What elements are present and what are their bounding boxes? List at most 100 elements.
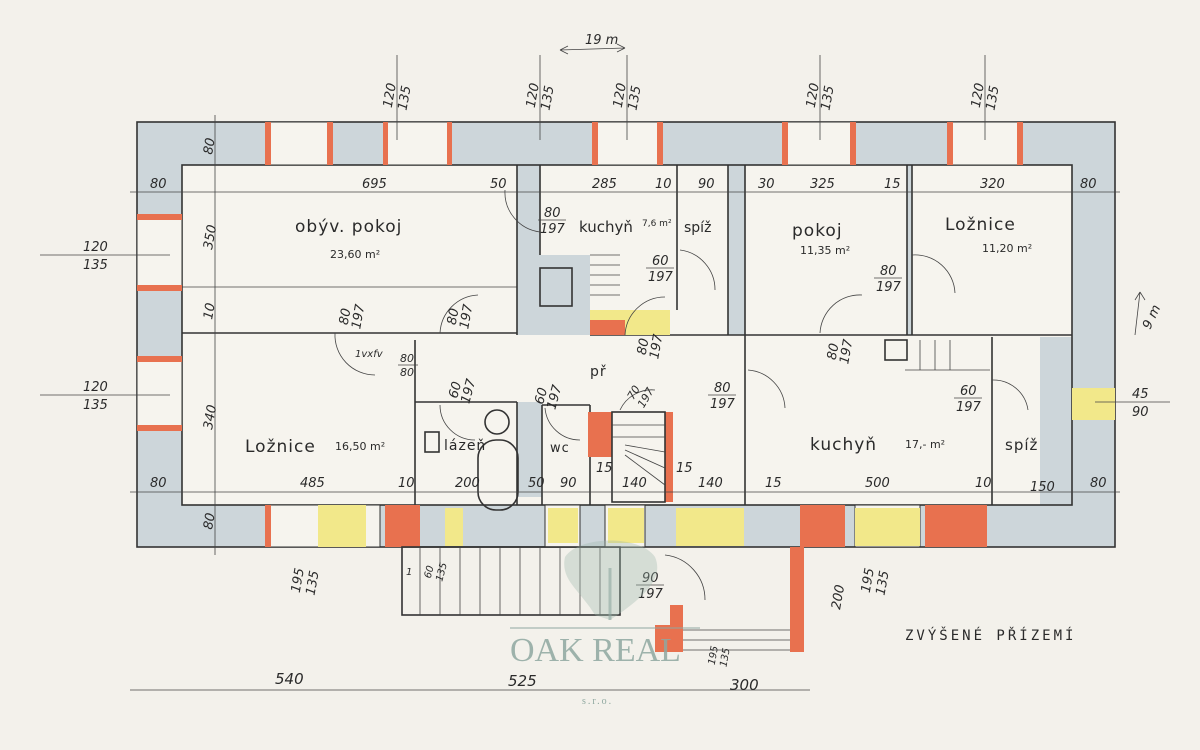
window-height: 135	[83, 398, 108, 413]
dim-left: 350	[201, 224, 220, 251]
window-height: 90	[1132, 405, 1149, 420]
door-height: 197	[710, 397, 736, 412]
door-swings	[334, 189, 1029, 601]
window-width: 120	[381, 82, 400, 109]
dim-left: 10	[201, 302, 219, 321]
room-kitchen-large-name: kuchyň	[810, 435, 877, 455]
door-height: 197	[349, 303, 368, 331]
window-height: 135	[83, 258, 108, 273]
door-width: 80	[445, 307, 463, 326]
room-living-area: 23,60 m²	[330, 248, 380, 261]
dim-bottom: 200	[455, 476, 480, 491]
room-pantry-name: spíž	[684, 220, 711, 236]
door-height: 197	[648, 270, 674, 285]
room-pokoj-area: 11,35 m²	[800, 244, 850, 257]
room-living-name: obýv. pokoj	[295, 217, 402, 237]
watermark-name: OAK REAL	[510, 632, 681, 669]
dim-bottom: 10	[975, 476, 992, 491]
room-labels: obýv. pokoj 23,60 m² kuchyň 7,6 m² spíž …	[245, 215, 1038, 457]
scale-horizontal: 19 m	[559, 33, 626, 55]
dim-left: 340	[201, 404, 220, 431]
dim-overall: 540	[275, 670, 304, 688]
dimension-lines	[40, 55, 1170, 691]
door-width: 80	[544, 206, 561, 221]
room-kitchen-small-name: kuchyň	[579, 218, 633, 236]
door-height: 197	[544, 383, 565, 412]
dim-bottom: 140	[698, 476, 723, 491]
window-height: 135	[626, 85, 645, 112]
door-width: 80	[825, 342, 843, 361]
door-width: 80	[714, 381, 731, 396]
floor-title: ZVÝŠENÉ PŘÍZEMÍ	[905, 626, 1076, 644]
door-width: 60	[960, 384, 977, 399]
dim-bottom: 50	[528, 476, 545, 491]
door-height: 197	[837, 338, 856, 366]
room-bedroom-small-area: 11,20 m²	[982, 242, 1032, 255]
window-width: 195	[707, 645, 721, 666]
window-width: 120	[611, 82, 630, 109]
room-hall-name: př	[590, 364, 607, 380]
window-height: 135	[874, 570, 893, 597]
door-height: 197	[540, 222, 566, 237]
dim-bottom: 15	[765, 476, 782, 491]
dim-bottom: 80	[1090, 476, 1107, 491]
dim-bottom: 80	[150, 476, 167, 491]
dim-top: 30	[758, 177, 775, 192]
dim-bottom: 485	[300, 476, 325, 491]
dim-porch: 200	[829, 584, 848, 611]
window-height: 135	[304, 570, 323, 597]
door-width: 60	[446, 380, 465, 400]
dim-top: 50	[490, 177, 507, 192]
dim-bottom: 140	[622, 476, 647, 491]
room-bathroom-name: lázeň	[444, 438, 486, 454]
room-pokoj-name: pokoj	[792, 221, 843, 241]
window-height: 135	[984, 85, 1003, 112]
room-wc-name: wc	[550, 441, 570, 456]
windows	[136, 121, 1115, 548]
interior-stairs	[590, 254, 990, 503]
dimension-labels: 80 695 50 285 10 90 30 325 15 320 80 80 …	[150, 137, 1107, 694]
door-height: 197	[956, 400, 982, 415]
window-width: 120	[83, 240, 108, 255]
door-height: 197	[457, 303, 476, 331]
door-width: 80	[337, 307, 355, 326]
dim-bottom: 150	[1030, 480, 1055, 495]
dim-overall: 300	[730, 676, 759, 694]
dim-bottom: 10	[398, 476, 415, 491]
door-height: 197	[638, 587, 664, 602]
room-bedroom-large-name: Ložnice	[245, 437, 316, 457]
door-width: 80	[635, 337, 653, 356]
dim-top: 695	[362, 177, 387, 192]
dim-top: 320	[980, 177, 1005, 192]
dim-left: 80	[201, 137, 219, 156]
door-height: 80	[400, 366, 414, 379]
vent-note: 1vxfv	[355, 349, 384, 360]
window-height: 135	[819, 85, 838, 112]
window-height: 135	[434, 561, 450, 582]
room-kitchen-large-area: 17,- m²	[905, 438, 945, 451]
door-height: 197	[876, 280, 902, 295]
door-height: 197	[647, 333, 666, 361]
window-width: 120	[969, 82, 988, 109]
room-bedroom-large-area: 16,50 m²	[335, 440, 385, 453]
window-width: 120	[83, 380, 108, 395]
door-width: 80	[880, 264, 897, 279]
stair-step-number: 1	[406, 567, 412, 578]
window-width: 195	[859, 567, 878, 594]
dim-top: 285	[592, 177, 617, 192]
window-width: 120	[524, 82, 543, 109]
room-pantry2-name: spíž	[1005, 436, 1038, 454]
door-width: 70	[625, 383, 643, 402]
dim-bottom: 90	[560, 476, 577, 491]
window-height: 135	[396, 85, 415, 112]
window-width: 45	[1132, 387, 1149, 402]
dim-bottom: 15	[596, 461, 613, 476]
dim-top: 325	[810, 177, 835, 192]
window-width: 195	[289, 567, 308, 594]
dim-left: 80	[201, 512, 219, 531]
dim-overall: 525	[508, 672, 537, 690]
dim-bottom: 15	[676, 461, 693, 476]
